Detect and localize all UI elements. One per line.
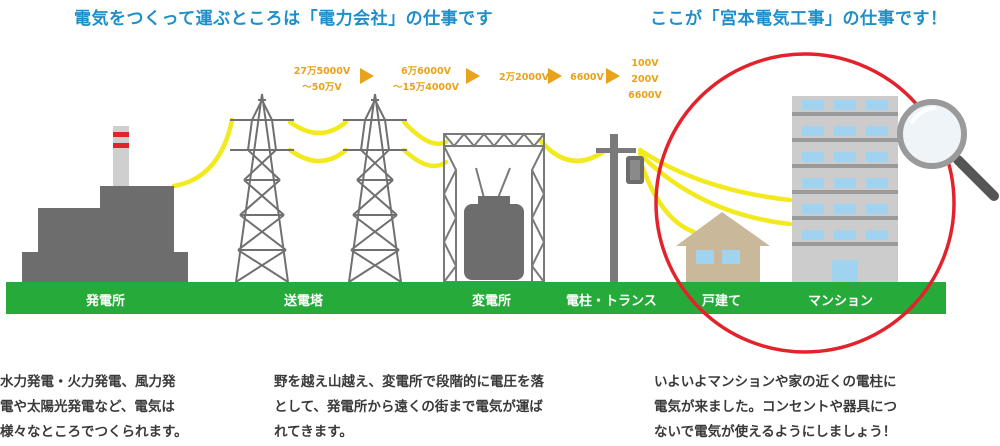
description-line: 電気が来ました。コンセントや器具につ: [654, 399, 897, 415]
voltage-text: ～15万4000V: [392, 82, 459, 93]
description-line: ないで電気が使えるようにしましょう！: [654, 424, 897, 440]
power-wires: [171, 117, 793, 235]
substation-icon: [442, 132, 546, 283]
label-transmission-tower: 送電塔: [284, 294, 324, 309]
transmission-tower-icon: [343, 93, 407, 283]
voltage-label-substation: 6万6000V ～15万4000V: [386, 64, 466, 96]
label-mansion: マンション: [808, 294, 874, 309]
voltage-label-service: 100V 200V 6600V: [620, 56, 670, 104]
house-icon: [676, 212, 770, 282]
arrow-right-icon: [360, 68, 374, 84]
description-line: いよいよマンションや家の近くの電柱に: [654, 374, 897, 390]
description-line: 様々なところでつくられます。: [0, 424, 188, 440]
utility-pole-icon: [596, 134, 644, 282]
arrow-right-icon: [548, 68, 562, 84]
description-miyamoto: いよいよマンションや家の近くの電柱に 電気が来ました。コンセントや器具につ ない…: [654, 370, 994, 445]
voltage-label-pole: 6600V: [557, 70, 617, 86]
description-line: 水力発電・火力発電、風力発: [0, 374, 176, 390]
voltage-text: 100V: [631, 58, 659, 69]
voltage-text: ～50万V: [302, 82, 342, 93]
label-pole-transformer: 電柱・トランス: [566, 294, 657, 309]
highlight-circle: [654, 52, 956, 354]
voltage-text: 27万5000V: [293, 66, 351, 77]
label-power-plant: 発電所: [86, 294, 126, 309]
transmission-tower-icon: [230, 93, 294, 283]
voltage-text: 6万6000V: [401, 66, 451, 77]
arrow-right-icon: [606, 68, 620, 84]
voltage-text: 2万2000V: [499, 72, 549, 83]
description-line: 電や太陽光発電など、電気は: [0, 399, 175, 415]
mansion-icon: [792, 96, 898, 282]
heading-miyamoto: ここが「宮本電気工事」の仕事です！: [650, 9, 948, 29]
heading-power-company: 電気をつくって運ぶところは「電力会社」の仕事です: [74, 9, 494, 29]
voltage-label-transmission: 27万5000V ～50万V: [282, 64, 362, 96]
arrow-right-icon: [466, 68, 480, 84]
voltage-text: 6600V: [570, 72, 604, 83]
description-line: として、発電所から遠くの街まで電気が運ば: [274, 399, 543, 415]
description-line: れてきます。: [274, 424, 353, 440]
description-power-plant: 水力発電・火力発電、風力発 電や太陽光発電など、電気は 様々なところでつくられま…: [0, 370, 240, 445]
label-substation: 変電所: [472, 294, 512, 309]
ground-band: [6, 282, 946, 314]
description-transmission: 野を越え山越え、変電所で段階的に電圧を落 として、発電所から遠くの街まで電気が運…: [274, 370, 614, 445]
label-house: 戸建て: [702, 294, 742, 309]
voltage-text: 200V: [631, 74, 659, 85]
description-line: 野を越え山越え、変電所で段階的に電圧を落: [274, 374, 544, 390]
magnifier-icon: [897, 99, 999, 201]
voltage-text: 6600V: [628, 90, 662, 101]
voltage-label-distribution: 2万2000V: [484, 70, 564, 86]
power-plant-icon: [22, 126, 188, 282]
